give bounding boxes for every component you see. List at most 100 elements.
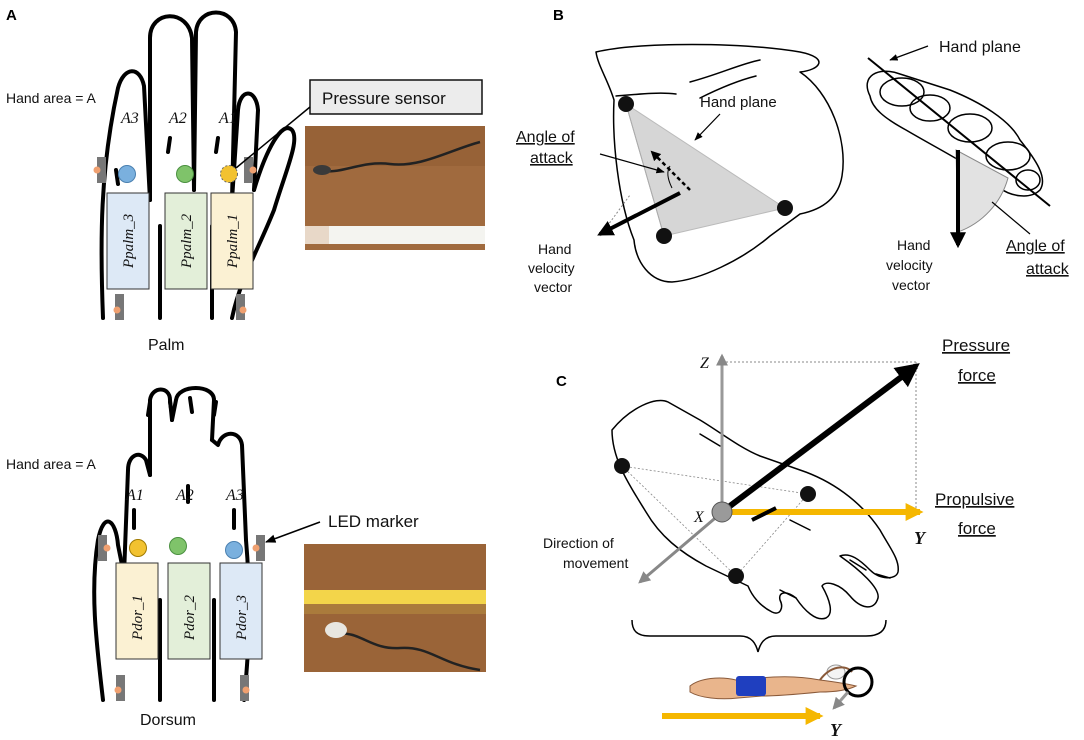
palm-led-left-top [97, 157, 106, 183]
pressure-sensor-leader [235, 106, 311, 169]
dorsum-caption: Dorsum [140, 712, 196, 729]
z-axis-label: Z [700, 355, 710, 372]
marker-dot [656, 228, 672, 244]
hand-plane-dashed [621, 465, 737, 577]
dorsum-led-left-top [98, 535, 107, 561]
dorsum-led-light [114, 686, 122, 694]
palm-caption: Palm [148, 337, 184, 354]
palm-sensor-1 [220, 165, 238, 183]
hand-plane-leader-right [889, 45, 929, 61]
panel-c-hand [611, 399, 899, 620]
palm-led-light [113, 306, 121, 314]
direction-of-movement-label-1: Direction of [543, 535, 614, 551]
panel-a-label: A [6, 7, 17, 24]
swimmer-y-axis-label: Y [830, 720, 843, 740]
dorsum-sensor-1 [129, 539, 147, 557]
hand-highlight-circle [842, 666, 874, 698]
dorsum-pressure-box-2 [167, 562, 211, 660]
propulsive-force-label-2: force [958, 519, 996, 538]
dorsum-sensor-2 [169, 537, 187, 555]
velocity-left-2: velocity [528, 260, 575, 276]
angle-of-attack-leader-left [599, 153, 665, 174]
pressure-force-label-1: Pressure [942, 336, 1010, 355]
angle-of-attack-left-2: attack [530, 150, 574, 167]
hand-plane-dashed [621, 465, 809, 495]
led-marker-leader [265, 521, 321, 543]
palm-led-light [239, 306, 247, 314]
hand-plane-dashed [735, 493, 809, 577]
marker-dot [614, 458, 630, 474]
panel-b-hand-right [866, 70, 1044, 197]
marker-dot [618, 96, 634, 112]
pressure-sensor-callout [309, 79, 483, 115]
dorsum-led-light [252, 544, 260, 552]
panel-b-label: B [553, 7, 564, 24]
angle-of-attack-left-1: Angle of [516, 129, 575, 146]
dorsum-led-light [242, 686, 250, 694]
led-marker-photo [304, 544, 486, 672]
palm-pressure-label-3: Ppalm_3 [121, 214, 137, 269]
swimmer-direction-arrow [832, 691, 850, 710]
pressure-sensor-photo [305, 126, 485, 250]
palm-led-right-top [244, 157, 253, 183]
palm-led-right-bottom [236, 294, 245, 320]
marker-dot [777, 200, 793, 216]
palm-pressure-label-1: Ppalm_1 [225, 214, 241, 269]
brace [631, 619, 887, 653]
dorsum-area-a3: A3 [225, 487, 244, 504]
palm-hand-area-label: Hand area = A [6, 90, 97, 106]
velocity-left-3: vector [534, 279, 572, 295]
palm-pressure-box-2 [164, 192, 208, 290]
panel-c-label: C [556, 373, 567, 390]
dorsum-pressure-box-1 [115, 562, 159, 660]
palm-pressure-box-3 [106, 192, 150, 290]
palm-led-left-bottom [115, 294, 124, 320]
angle-of-attack-dashed-arrow [650, 150, 691, 191]
angle-sector-right [955, 149, 1009, 233]
dorsum-pressure-label-1: Pdor_1 [130, 595, 146, 641]
hand-plane-label-right: Hand plane [939, 39, 1021, 56]
hand-plane-label-left: Hand plane [700, 94, 777, 111]
marker-dot [800, 486, 816, 502]
angle-of-attack-leader-right [991, 201, 1031, 235]
palm-area-a2: A2 [168, 110, 187, 127]
hand-plane-edge [625, 103, 665, 237]
led-marker-label: LED marker [328, 512, 419, 531]
hand-center-dot [711, 501, 733, 523]
hand-velocity-arrow [597, 191, 681, 236]
dorsum-sensor-3 [225, 541, 243, 559]
hand-plane-leader-left [694, 113, 721, 141]
dorsum-hand-area-label: Hand area = A [6, 456, 97, 472]
dorsum-area-a1: A1 [125, 487, 144, 504]
velocity-right-2: velocity [886, 257, 933, 273]
dorsum-led-light [103, 544, 111, 552]
pressure-force-label-2: force [958, 366, 996, 385]
palm-led-light [93, 166, 101, 174]
propulsive-force-label-1: Propulsive [935, 490, 1014, 509]
velocity-right-1: Hand [897, 237, 930, 253]
palm-hand-outline [99, 10, 297, 320]
dorsum-area-a2: A2 [175, 487, 194, 504]
palm-area-a1: A1 [218, 110, 237, 127]
palm-led-light [249, 166, 257, 174]
pressure-force-arrow [720, 363, 920, 515]
dorsum-pressure-label-3: Pdor_3 [234, 595, 250, 641]
angle-arc [667, 165, 673, 189]
x-axis-label: X [693, 509, 705, 526]
palm-pressure-label-2: Ppalm_2 [179, 213, 195, 269]
pressure-sensor-label: Pressure sensor [322, 89, 446, 108]
dorsum-pressure-label-2: Pdor_2 [182, 595, 198, 642]
velocity-left-1: Hand [538, 241, 571, 257]
direction-of-movement-label-2: movement [563, 555, 628, 571]
velocity-right-3: vector [892, 277, 930, 293]
angle-of-attack-right-1: Angle of [1006, 238, 1065, 255]
hand-plane-triangle [625, 102, 787, 237]
angle-of-attack-right-2: attack [1026, 261, 1070, 278]
palm-pressure-box-1 [210, 192, 254, 290]
force-base-mark [751, 506, 777, 522]
dorsum-led-right-top [256, 535, 265, 561]
palm-area-a3: A3 [120, 110, 139, 127]
swimmer-trunks [736, 676, 766, 696]
marker-dot [728, 568, 744, 584]
